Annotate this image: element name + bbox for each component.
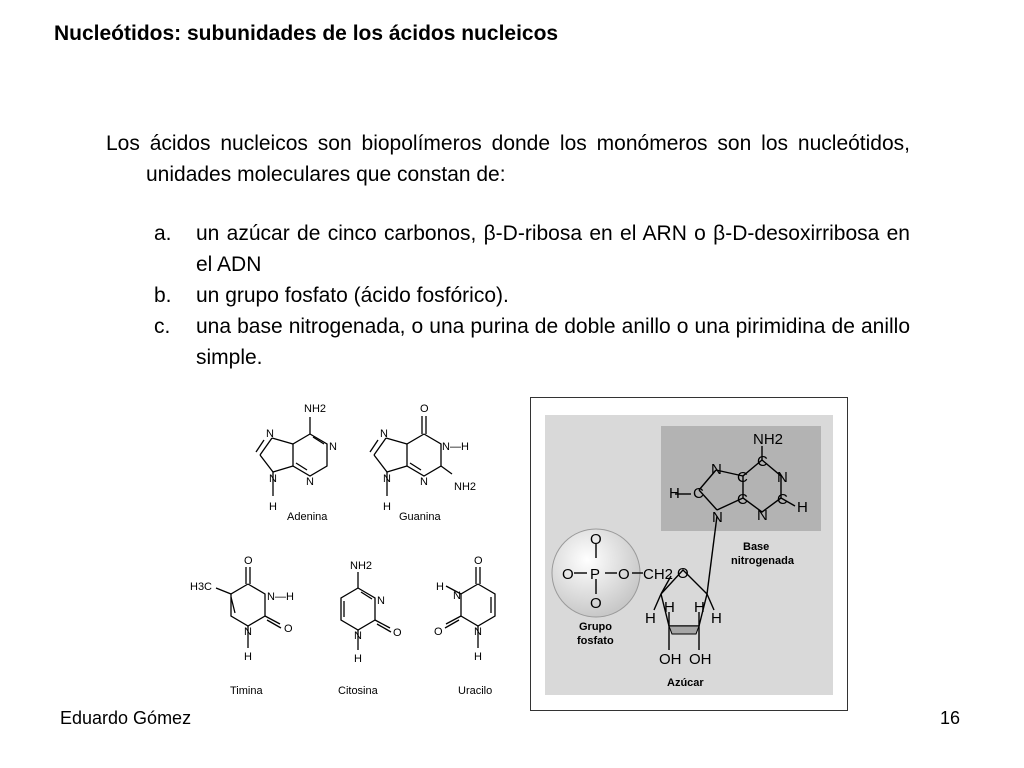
uracilo-n3: N [453, 590, 461, 602]
adenina-name: Adenina [287, 511, 328, 523]
list-item: b. un grupo fosfato (ácido fosfórico). [150, 280, 910, 311]
base-highlight-box [661, 426, 821, 531]
sugar-oh-2: OH [689, 651, 712, 668]
timina-n1: N [244, 626, 252, 638]
list-item-text: un azúcar de cinco carbonos, β-D-ribosa … [196, 222, 910, 276]
intro-paragraph: Los ácidos nucleicos son biopolímeros do… [106, 132, 910, 186]
svg-text:.: . [323, 439, 326, 451]
guanina-n9: N [383, 473, 391, 485]
timina-structure [215, 567, 282, 648]
adenina-n1: N [329, 441, 337, 453]
adenina-n3: N [306, 476, 314, 488]
citosina-n1: N [354, 630, 362, 642]
citosina-h: H [354, 653, 362, 665]
guanina-amine: NH2 [454, 481, 476, 493]
citosina-oxygen: O [393, 627, 402, 639]
uracilo-structure [444, 567, 496, 648]
sugar-oh-1: OH [659, 651, 682, 668]
list-item: a. un azúcar de cinco carbonos, β-D-ribos… [150, 218, 910, 280]
guanina-name: Guanina [399, 511, 441, 523]
citosina-amine: NH2 [350, 560, 372, 572]
base-c6: C [757, 453, 768, 470]
base-nh2: NH2 [753, 431, 783, 448]
guanina-h: H [383, 501, 391, 513]
base-label-line2: nitrogenada [731, 555, 795, 567]
base-label-line1: Base [743, 541, 769, 553]
sugar-ring-o: O [677, 565, 689, 582]
guanina-structure [369, 416, 453, 496]
phosphate-p: P [590, 566, 600, 583]
base-n3: N [757, 507, 768, 524]
adenina-n7: N [266, 428, 274, 440]
timina-oxygen: O [244, 555, 253, 567]
guanina-nh: N—H [442, 441, 469, 453]
adenina-n9: N [269, 473, 277, 485]
timina-h: H [244, 651, 252, 663]
base-h8: H [669, 485, 680, 502]
list-item-text: un grupo fosfato (ácido fosfórico). [196, 284, 509, 307]
list-marker: a. [154, 222, 172, 245]
timina-name: Timina [230, 685, 263, 697]
citosina-name: Citosina [338, 685, 379, 697]
guanina-oxygen: O [420, 403, 429, 415]
base-n9: N [712, 509, 723, 526]
uracilo-oxygen-2: O [434, 626, 443, 638]
list-item-text: una base nitrogenada, o una purina de do… [196, 315, 910, 369]
ch2-label: CH2 [643, 566, 673, 583]
guanina-n3: N [420, 476, 428, 488]
nitrogenous-bases-figure: NH2 . N N N N H Adenina O N—H N NH2 N N … [180, 392, 525, 710]
timina-oxygen-2: O [284, 623, 293, 635]
base-c2: C [777, 491, 788, 508]
phosphate-o-left: O [562, 566, 574, 583]
sugar-label: Azúcar [667, 677, 704, 689]
base-n7: N [711, 461, 722, 478]
nucleotide-figure: O O P O O CH2 O H H H H OH OH NH2 C N C … [530, 397, 848, 711]
uracilo-h: H [474, 651, 482, 663]
bases-svg: NH2 . N N N N H Adenina O N—H N NH2 N N … [190, 403, 496, 697]
author-footer: Eduardo Gómez [60, 708, 192, 728]
sugar-h-4: H [711, 610, 722, 627]
sugar-h-3: H [694, 599, 705, 616]
base-c8: C [693, 485, 704, 502]
adenina-h: H [269, 501, 277, 513]
uracilo-n1: N [474, 626, 482, 638]
sugar-ring-bottom [668, 625, 700, 635]
timina-nh: N—H [267, 591, 294, 603]
sugar-h-2: H [664, 599, 675, 616]
list-marker: b. [154, 284, 172, 307]
sugar-h-1: H [645, 610, 656, 627]
list-marker: c. [154, 315, 171, 338]
phosphate-label-line1: Grupo [579, 621, 612, 633]
base-n1: N [777, 469, 788, 486]
uracilo-h-top: H [436, 581, 444, 593]
timina-methyl: H3C [190, 581, 212, 593]
uracilo-oxygen: O [474, 555, 483, 567]
list-item: c. una base nitrogenada, o una purina de … [150, 311, 910, 373]
phosphate-o-bottom: O [590, 595, 602, 612]
base-h2: H [797, 499, 808, 516]
citosina-n3: N [377, 595, 385, 607]
guanina-n7: N [380, 428, 388, 440]
phosphate-o-top: O [590, 531, 602, 548]
adenina-amine-label: NH2 [304, 403, 326, 415]
page-number: 16 [940, 708, 961, 728]
base-c4: C [737, 491, 748, 508]
phosphate-o-right: O [618, 566, 630, 583]
adenina-structure [255, 417, 328, 496]
citosina-structure [340, 572, 392, 650]
component-list: a. un azúcar de cinco carbonos, β-D-ribos… [150, 218, 910, 373]
phosphate-label-line2: fosfato [577, 635, 614, 647]
nucleotide-svg: O O P O O CH2 O H H H H OH OH NH2 C N C … [545, 415, 833, 695]
base-c5: C [737, 469, 748, 486]
slide-title: Nucleótidos: subunidades de los ácidos n… [54, 22, 559, 45]
uracilo-name: Uracilo [458, 685, 492, 697]
